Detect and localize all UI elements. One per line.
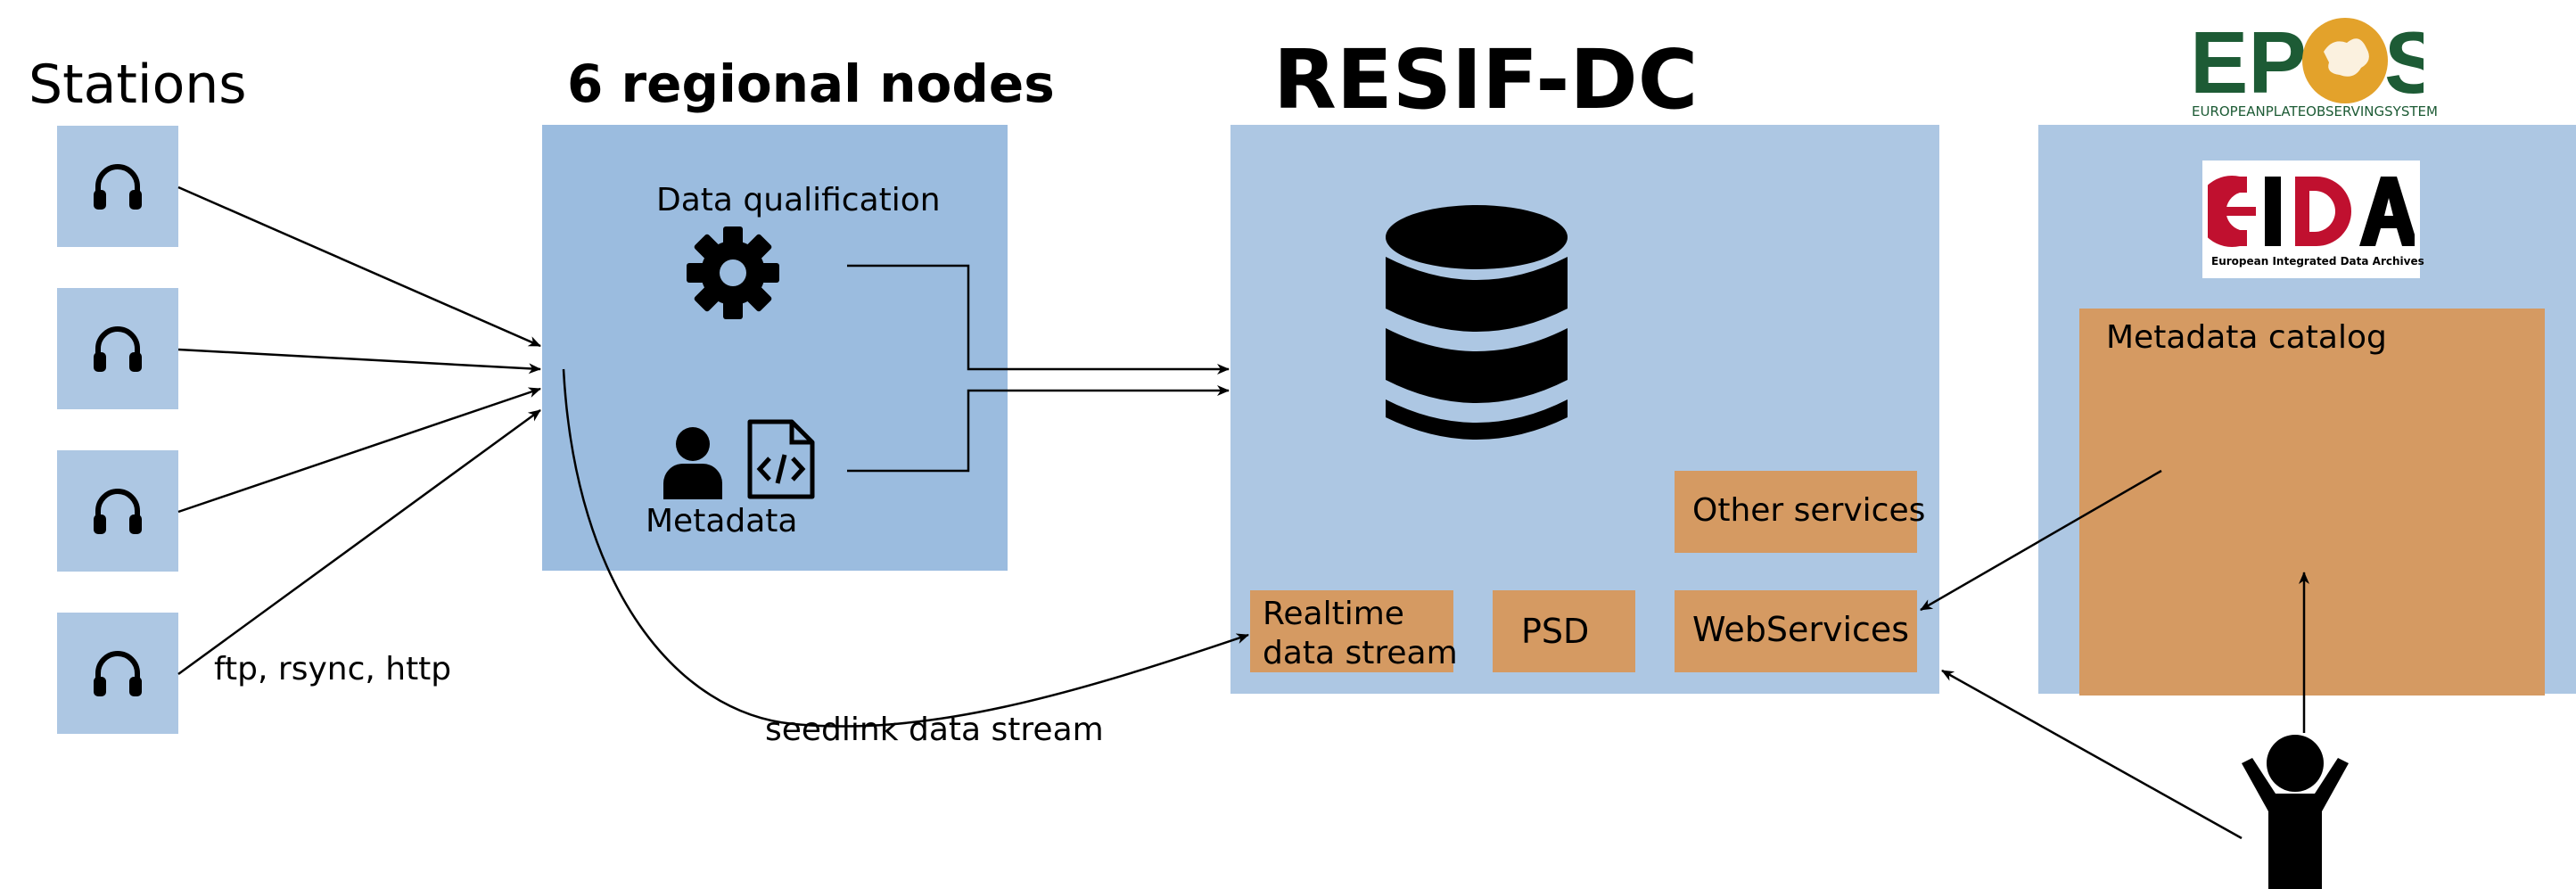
eida-tagline: European Integrated Data Archives [2211,255,2424,268]
metadata-label: Metadata [646,503,798,539]
epos-box: European Integrated Data Archives Metada… [2038,125,2576,696]
user-to-webservices-arrow [1941,669,2243,840]
stations-title: Stations [29,54,247,116]
realtime-label-1: Realtime [1263,596,1404,632]
station-2 [57,288,178,409]
headphones-icon [94,164,142,210]
headphones-icon [94,651,142,696]
station-1-arrow [177,185,541,348]
protocols-label: ftp, rsync, http [214,651,452,687]
epos-logo: EP S EUROPEANPLATEOBSERVINGSYSTEM [2190,16,2438,121]
webservices-box: WebServices [1675,590,1917,672]
realtime-label-2: data stream [1263,635,1458,671]
headphones-icon [94,326,142,372]
station-3-arrow [177,387,541,514]
user-icon [663,427,722,499]
headphones-icon [94,489,142,534]
webservices-label: WebServices [1692,610,1910,649]
svg-text:S: S [2384,16,2424,105]
station-1 [57,126,178,247]
other-services-box: Other services [1675,471,1925,553]
epos-tagline: EUROPEANPLATEOBSERVINGSYSTEM [2192,103,2438,119]
station-3 [57,450,178,572]
station-4-arrow [177,408,541,676]
qualification-to-resif-arrow [847,264,1230,375]
resif-dc-box: Other services Realtime data stream PSD … [1230,125,1939,694]
seedlink-label: seedlink data stream [765,712,1104,748]
regional-nodes-title: 6 regional nodes [567,54,1055,114]
epos-logo-mark: EP S [2190,16,2424,105]
metadata-to-resif-arrow [847,385,1230,473]
catalog-to-webservices-arrow [1920,469,2162,612]
metadata-catalog-label: Metadata catalog [2106,319,2387,356]
resif-title: RESIF-DC [1273,32,1699,128]
person-icon [2242,735,2349,889]
database-icon [1386,205,1568,440]
psd-label: PSD [1521,612,1590,651]
regional-nodes-box: Data qualification Metadata [542,125,1008,571]
seedlink-arrow [562,368,1249,728]
code-file-icon [747,419,815,499]
eida-logo-mark [2208,176,2415,247]
data-qualification-label: Data qualification [656,182,941,218]
psd-box: PSD [1493,590,1635,672]
gear-icon [687,226,779,319]
svg-text:EP: EP [2190,16,2307,105]
metadata-catalog-box: Metadata catalog [2079,309,2545,696]
station-2-arrow [177,348,541,375]
station-4 [57,613,178,734]
realtime-stream-box: Realtime data stream [1250,590,1458,672]
other-services-label: Other services [1692,492,1926,529]
eida-logo: European Integrated Data Archives [2202,161,2424,278]
